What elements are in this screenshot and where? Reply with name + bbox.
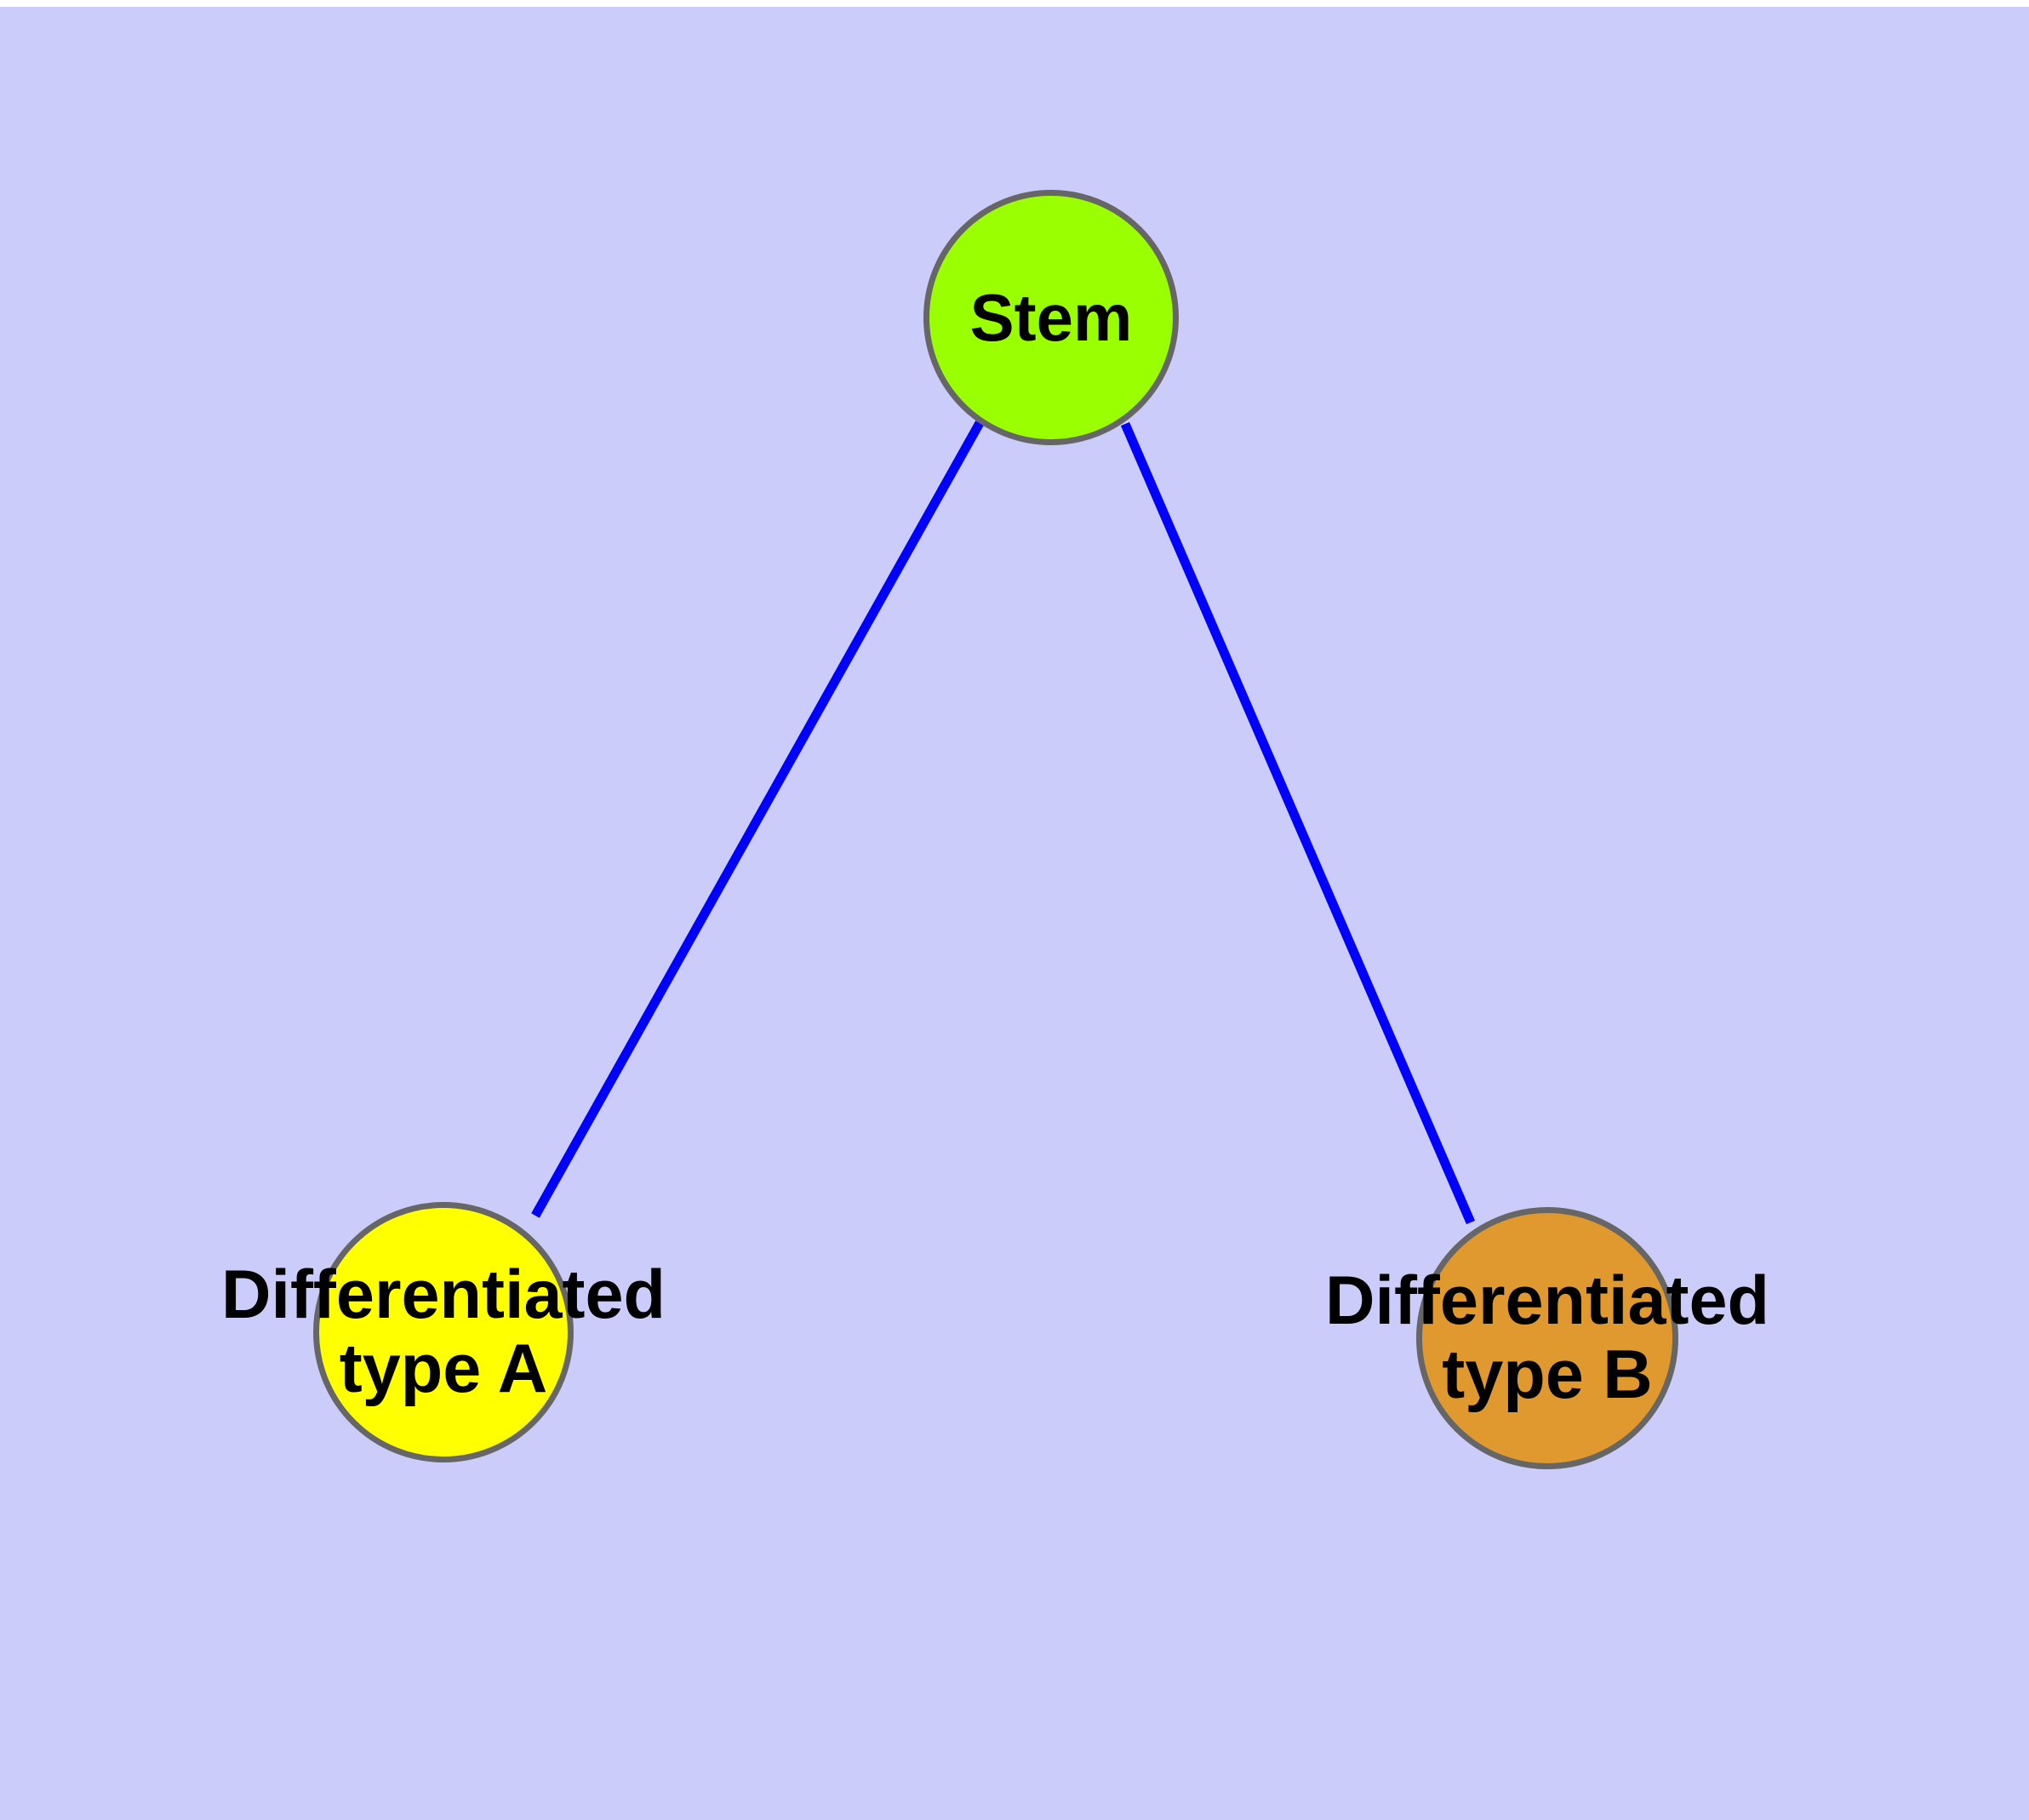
node-differentiated-type-a[interactable] xyxy=(313,1202,574,1462)
node-stem[interactable] xyxy=(923,190,1179,445)
edge-stem-to-differentiated-type-a[interactable] xyxy=(531,421,984,1218)
edge-layer xyxy=(531,421,1476,1225)
node-layer xyxy=(313,190,1678,1469)
edge-stem-to-differentiated-type-b[interactable] xyxy=(1120,421,1476,1225)
node-differentiated-type-b[interactable] xyxy=(1416,1207,1678,1469)
